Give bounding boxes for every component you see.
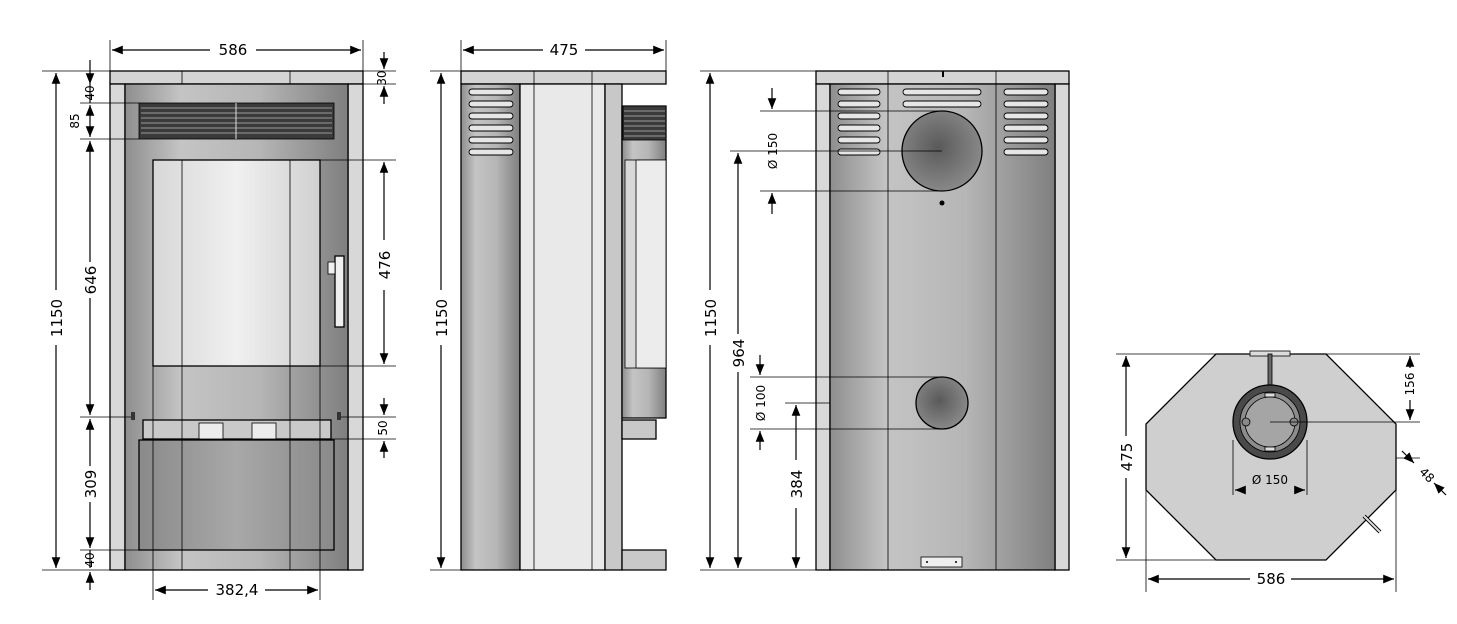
top-depth-label: 475 <box>1118 443 1136 472</box>
side-body <box>460 83 521 571</box>
rear-view: 1150 964 Ø 150 Ø 100 384 <box>700 70 1070 571</box>
top-width-label: 586 <box>1257 570 1286 588</box>
front-ash-gap-label: 50 <box>376 420 390 435</box>
front-door-handle <box>334 255 345 328</box>
front-width-label: 586 <box>219 41 248 59</box>
top-chamfer-label: 48 <box>1416 465 1437 486</box>
top-flue-offset-label: 156 <box>1403 373 1417 396</box>
front-top-plate <box>109 70 364 85</box>
side-view: 475 1150 <box>430 40 667 571</box>
front-glass-width-label: 382,4 <box>216 581 259 599</box>
top-view: 475 586 156 Ø 150 48 <box>1116 350 1447 592</box>
rear-lower-diameter-label: Ø 100 <box>754 385 768 421</box>
rear-upper-diameter-label: Ø 150 <box>766 133 780 169</box>
rear-height-label: 1150 <box>702 299 720 337</box>
front-lower-label: 309 <box>82 470 100 499</box>
front-top-offset-label: 40 <box>83 85 97 100</box>
rear-upper-height-label: 964 <box>730 339 748 368</box>
front-bottom-offset-label: 40 <box>83 552 97 567</box>
front-door-region-label: 646 <box>82 266 100 295</box>
front-lower-panel <box>138 439 335 551</box>
rear-lower-height-label: 384 <box>788 470 806 499</box>
side-height-label: 1150 <box>433 299 451 337</box>
front-height-label: 1150 <box>48 299 66 337</box>
front-view: 586 1150 40 85 646 309 40 30 476 <box>42 40 396 600</box>
side-depth-label: 475 <box>550 41 579 59</box>
top-flue-diameter-label: Ø 150 <box>1252 473 1288 487</box>
front-grille-label: 85 <box>68 113 82 128</box>
front-top-plate-label: 30 <box>375 70 389 85</box>
rear-lower-inlet <box>915 376 969 430</box>
front-glass-height-label: 476 <box>376 251 394 280</box>
front-door-glass <box>152 159 321 367</box>
